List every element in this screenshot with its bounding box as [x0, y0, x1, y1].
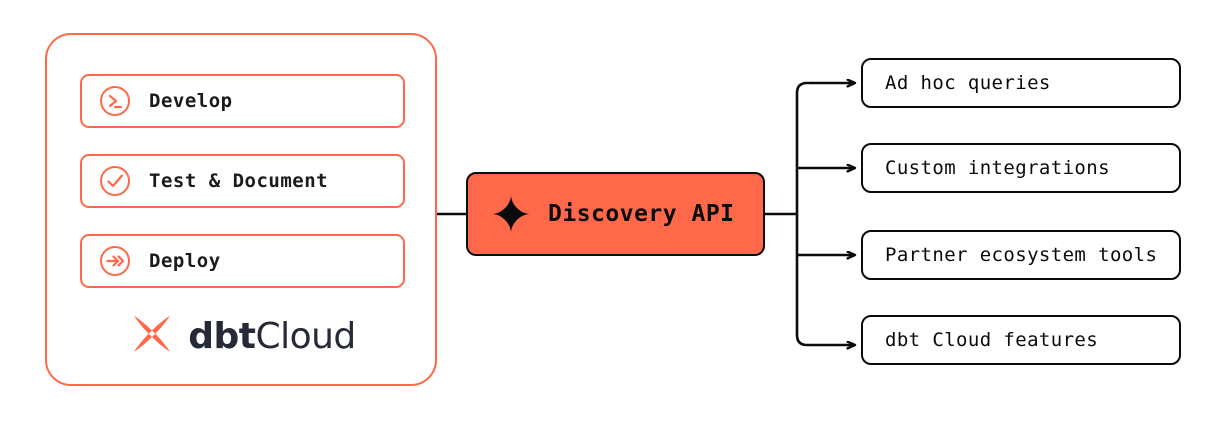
dbt-word-bold: dbt [188, 316, 256, 357]
output-box-ad-hoc-queries[interactable]: Ad hoc queries [861, 58, 1181, 108]
stage-label-test-document: Test & Document [149, 170, 329, 192]
output-label-partner-ecosystem-tools: Partner ecosystem tools [885, 244, 1158, 266]
output-label-ad-hoc-queries: Ad hoc queries [885, 72, 1051, 94]
double-chevron-arrow-icon [100, 246, 130, 276]
output-label-dbt-cloud-features: dbt Cloud features [885, 329, 1099, 351]
discovery-api-label: Discovery API [548, 201, 735, 227]
dbt-x-mark-icon [134, 315, 171, 352]
wire-branch-spine [795, 81, 814, 347]
dbt-cloud-panel: Develop Test & Document Deploy [45, 33, 437, 386]
dbt-cloud-logo: dbtCloud [47, 307, 435, 367]
stage-item-test-document[interactable]: Test & Document [80, 154, 405, 208]
output-box-dbt-cloud-features[interactable]: dbt Cloud features [861, 315, 1181, 365]
stage-item-develop[interactable]: Develop [80, 74, 405, 128]
check-circle-icon [100, 166, 130, 196]
output-box-custom-integrations[interactable]: Custom integrations [861, 143, 1181, 193]
stage-label-deploy: Deploy [149, 250, 221, 272]
output-label-custom-integrations: Custom integrations [885, 157, 1110, 179]
dbt-word-light: Cloud [255, 316, 356, 357]
sparkle-star-icon [491, 194, 531, 234]
terminal-prompt-icon [100, 86, 130, 116]
stage-label-develop: Develop [149, 90, 233, 112]
discovery-api-node[interactable]: Discovery API [466, 172, 765, 256]
dbt-cloud-wordmark: dbtCloud [188, 319, 356, 355]
output-box-partner-ecosystem-tools[interactable]: Partner ecosystem tools [861, 230, 1181, 280]
stage-item-deploy[interactable]: Deploy [80, 234, 405, 288]
